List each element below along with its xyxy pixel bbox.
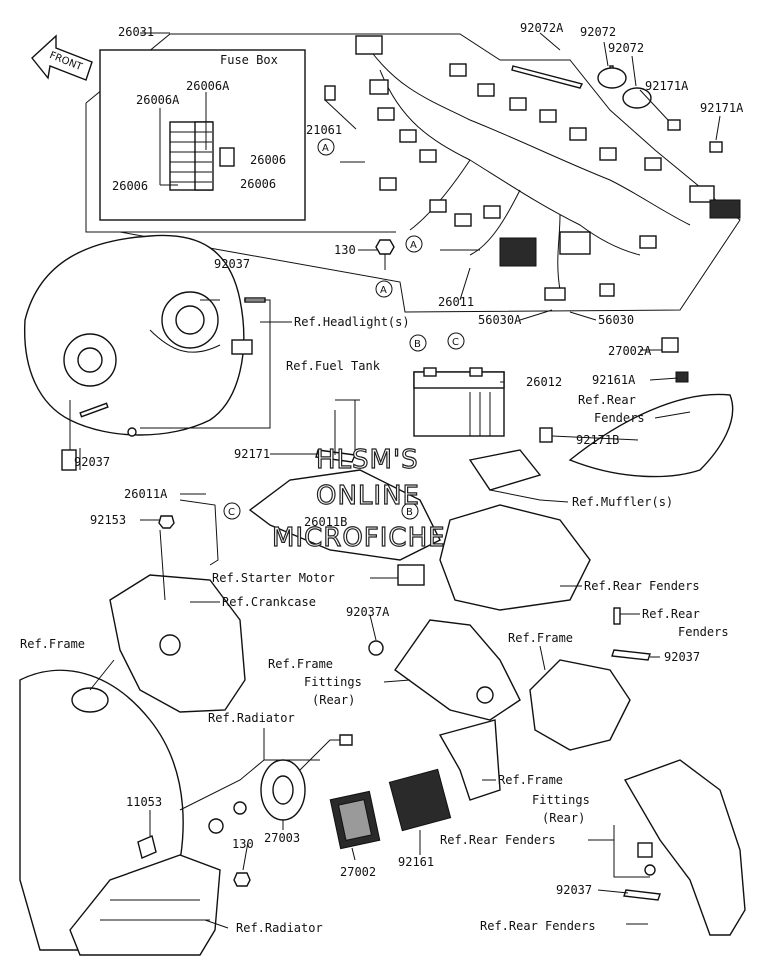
ref-frame-1: Ref.Frame	[20, 637, 85, 651]
label-26011A: 26011A	[124, 487, 168, 501]
rear-fender-right	[568, 337, 734, 478]
harness-box-outline	[85, 33, 741, 313]
ref-radiator-2: Ref.Radiator	[236, 921, 323, 935]
watermark-line-3: MICROFICHE	[272, 523, 446, 553]
label-92037-bottom: 92037	[556, 883, 592, 897]
label-56030A: 56030A	[478, 313, 522, 327]
ref-headlight: Ref.Headlight(s)	[294, 315, 410, 329]
label-92171: 92171	[234, 447, 270, 461]
label-92072-1: 92072	[580, 25, 616, 39]
label-92037-right: 92037	[664, 650, 700, 664]
marker-c-2-label: C	[228, 507, 235, 518]
ref-frame-fittings-1c: (Rear)	[312, 693, 355, 707]
marker-b-1-label: B	[414, 339, 421, 350]
ref-rear-fenders-2: Ref.Rear Fenders	[584, 579, 700, 593]
reference-labels: Ref.Headlight(s) Ref.Fuel Tank Ref.Rear …	[20, 315, 729, 935]
ref-fuel-tank: Ref.Fuel Tank	[286, 359, 381, 373]
marker-b-2	[401, 502, 419, 520]
marker-a-3-label: A	[380, 285, 387, 296]
label-26006-2: 26006	[112, 179, 148, 193]
label-92072-2: 92072	[608, 41, 644, 55]
marker-a-2	[405, 235, 423, 253]
horn	[137, 734, 353, 887]
ref-rear-fenders-1b: Fenders	[594, 411, 645, 425]
rear-fender-bottom-right	[623, 759, 746, 936]
electrical-tray	[439, 427, 591, 611]
ref-muffler: Ref.Muffler(s)	[572, 495, 673, 509]
label-92171B: 92171B	[576, 433, 619, 447]
ecu-unit	[329, 790, 381, 850]
battery	[413, 367, 505, 437]
ref-frame-fittings-1b: Fittings	[304, 675, 362, 689]
label-26011B: 26011B	[304, 515, 347, 529]
label-26006-3: 26006	[240, 177, 276, 191]
frame-fitting-right	[529, 607, 651, 751]
label-92171A-1: 92171A	[645, 79, 689, 93]
main-wiring-harness	[324, 35, 741, 301]
connector-markers: A A A B B C C	[223, 138, 465, 520]
marker-a-1-label: A	[322, 143, 329, 154]
bolt-130-top	[375, 239, 395, 270]
label-26006A-1: 26006A	[186, 79, 230, 93]
label-130-bottom: 130	[232, 837, 254, 851]
ref-rear-fenders-4: Ref.Rear Fenders	[440, 833, 556, 847]
relay-box	[388, 719, 501, 832]
label-27003: 27003	[264, 831, 300, 845]
radiator	[69, 854, 221, 956]
watermark: HLSM'S ONLINE MICROFICHE	[271, 444, 446, 553]
part-number-labels: 26031 92072A 92072 92072 92171A 92171A 2…	[74, 21, 744, 897]
label-56030: 56030	[598, 313, 634, 327]
starter-relay	[397, 564, 425, 586]
headlight-assembly	[23, 234, 266, 471]
fuse-box-title: Fuse Box	[220, 53, 278, 67]
front-arrow: FRONT	[31, 34, 93, 81]
ref-rear-fenders-3b: Fenders	[678, 625, 729, 639]
label-92161A: 92161A	[592, 373, 636, 387]
marker-c-1	[447, 332, 465, 350]
label-92037-top: 92037	[214, 257, 250, 271]
marker-b-2-label: B	[406, 507, 413, 518]
ref-crankcase: Ref.Crankcase	[222, 595, 316, 609]
marker-c-1-label: C	[452, 337, 459, 348]
label-26011: 26011	[438, 295, 474, 309]
marker-a-2-label: A	[410, 240, 417, 251]
ref-rear-fenders-5: Ref.Rear Fenders	[480, 919, 596, 933]
ref-rear-fenders-1a: Ref.Rear	[578, 393, 636, 407]
leader-lines	[79, 32, 721, 929]
label-26006A-2: 26006A	[136, 93, 180, 107]
label-92161: 92161	[398, 855, 434, 869]
marker-b-1	[409, 334, 427, 352]
ref-starter-motor: Ref.Starter Motor	[212, 571, 335, 585]
ref-radiator-1: Ref.Radiator	[208, 711, 295, 725]
ref-frame-fittings-2a: Ref.Frame	[498, 773, 563, 787]
label-26006-1: 26006	[250, 153, 286, 167]
label-26012: 26012	[526, 375, 562, 389]
label-92072A: 92072A	[520, 21, 564, 35]
ref-frame-fittings-1a: Ref.Frame	[268, 657, 333, 671]
battery-holder	[248, 410, 441, 561]
label-130-top: 130	[334, 243, 356, 257]
watermark-line-1: HLSM'S	[316, 445, 419, 475]
label-92171A-2: 92171A	[700, 101, 744, 115]
frame-fitting-rear-center	[368, 619, 521, 721]
ref-frame-2: Ref.Frame	[508, 631, 573, 645]
marker-c-2	[223, 502, 241, 520]
label-26031: 26031	[118, 25, 154, 39]
label-27002A: 27002A	[608, 344, 652, 358]
label-92153: 92153	[90, 513, 126, 527]
fuse-box	[159, 92, 235, 191]
ref-frame-fittings-2b: Fittings	[532, 793, 590, 807]
label-21061: 21061	[306, 123, 342, 137]
label-11053: 11053	[126, 795, 162, 809]
ref-rear-fenders-3a: Ref.Rear	[642, 607, 700, 621]
label-92037A: 92037A	[346, 605, 390, 619]
crankcase-cover	[109, 499, 246, 713]
label-27002: 27002	[340, 865, 376, 879]
watermark-line-2: ONLINE	[316, 481, 420, 511]
marker-a-1	[317, 138, 335, 156]
label-92037-left: 92037	[74, 455, 110, 469]
marker-a-3	[375, 280, 393, 298]
ref-frame-fittings-2c: (Rear)	[542, 811, 585, 825]
